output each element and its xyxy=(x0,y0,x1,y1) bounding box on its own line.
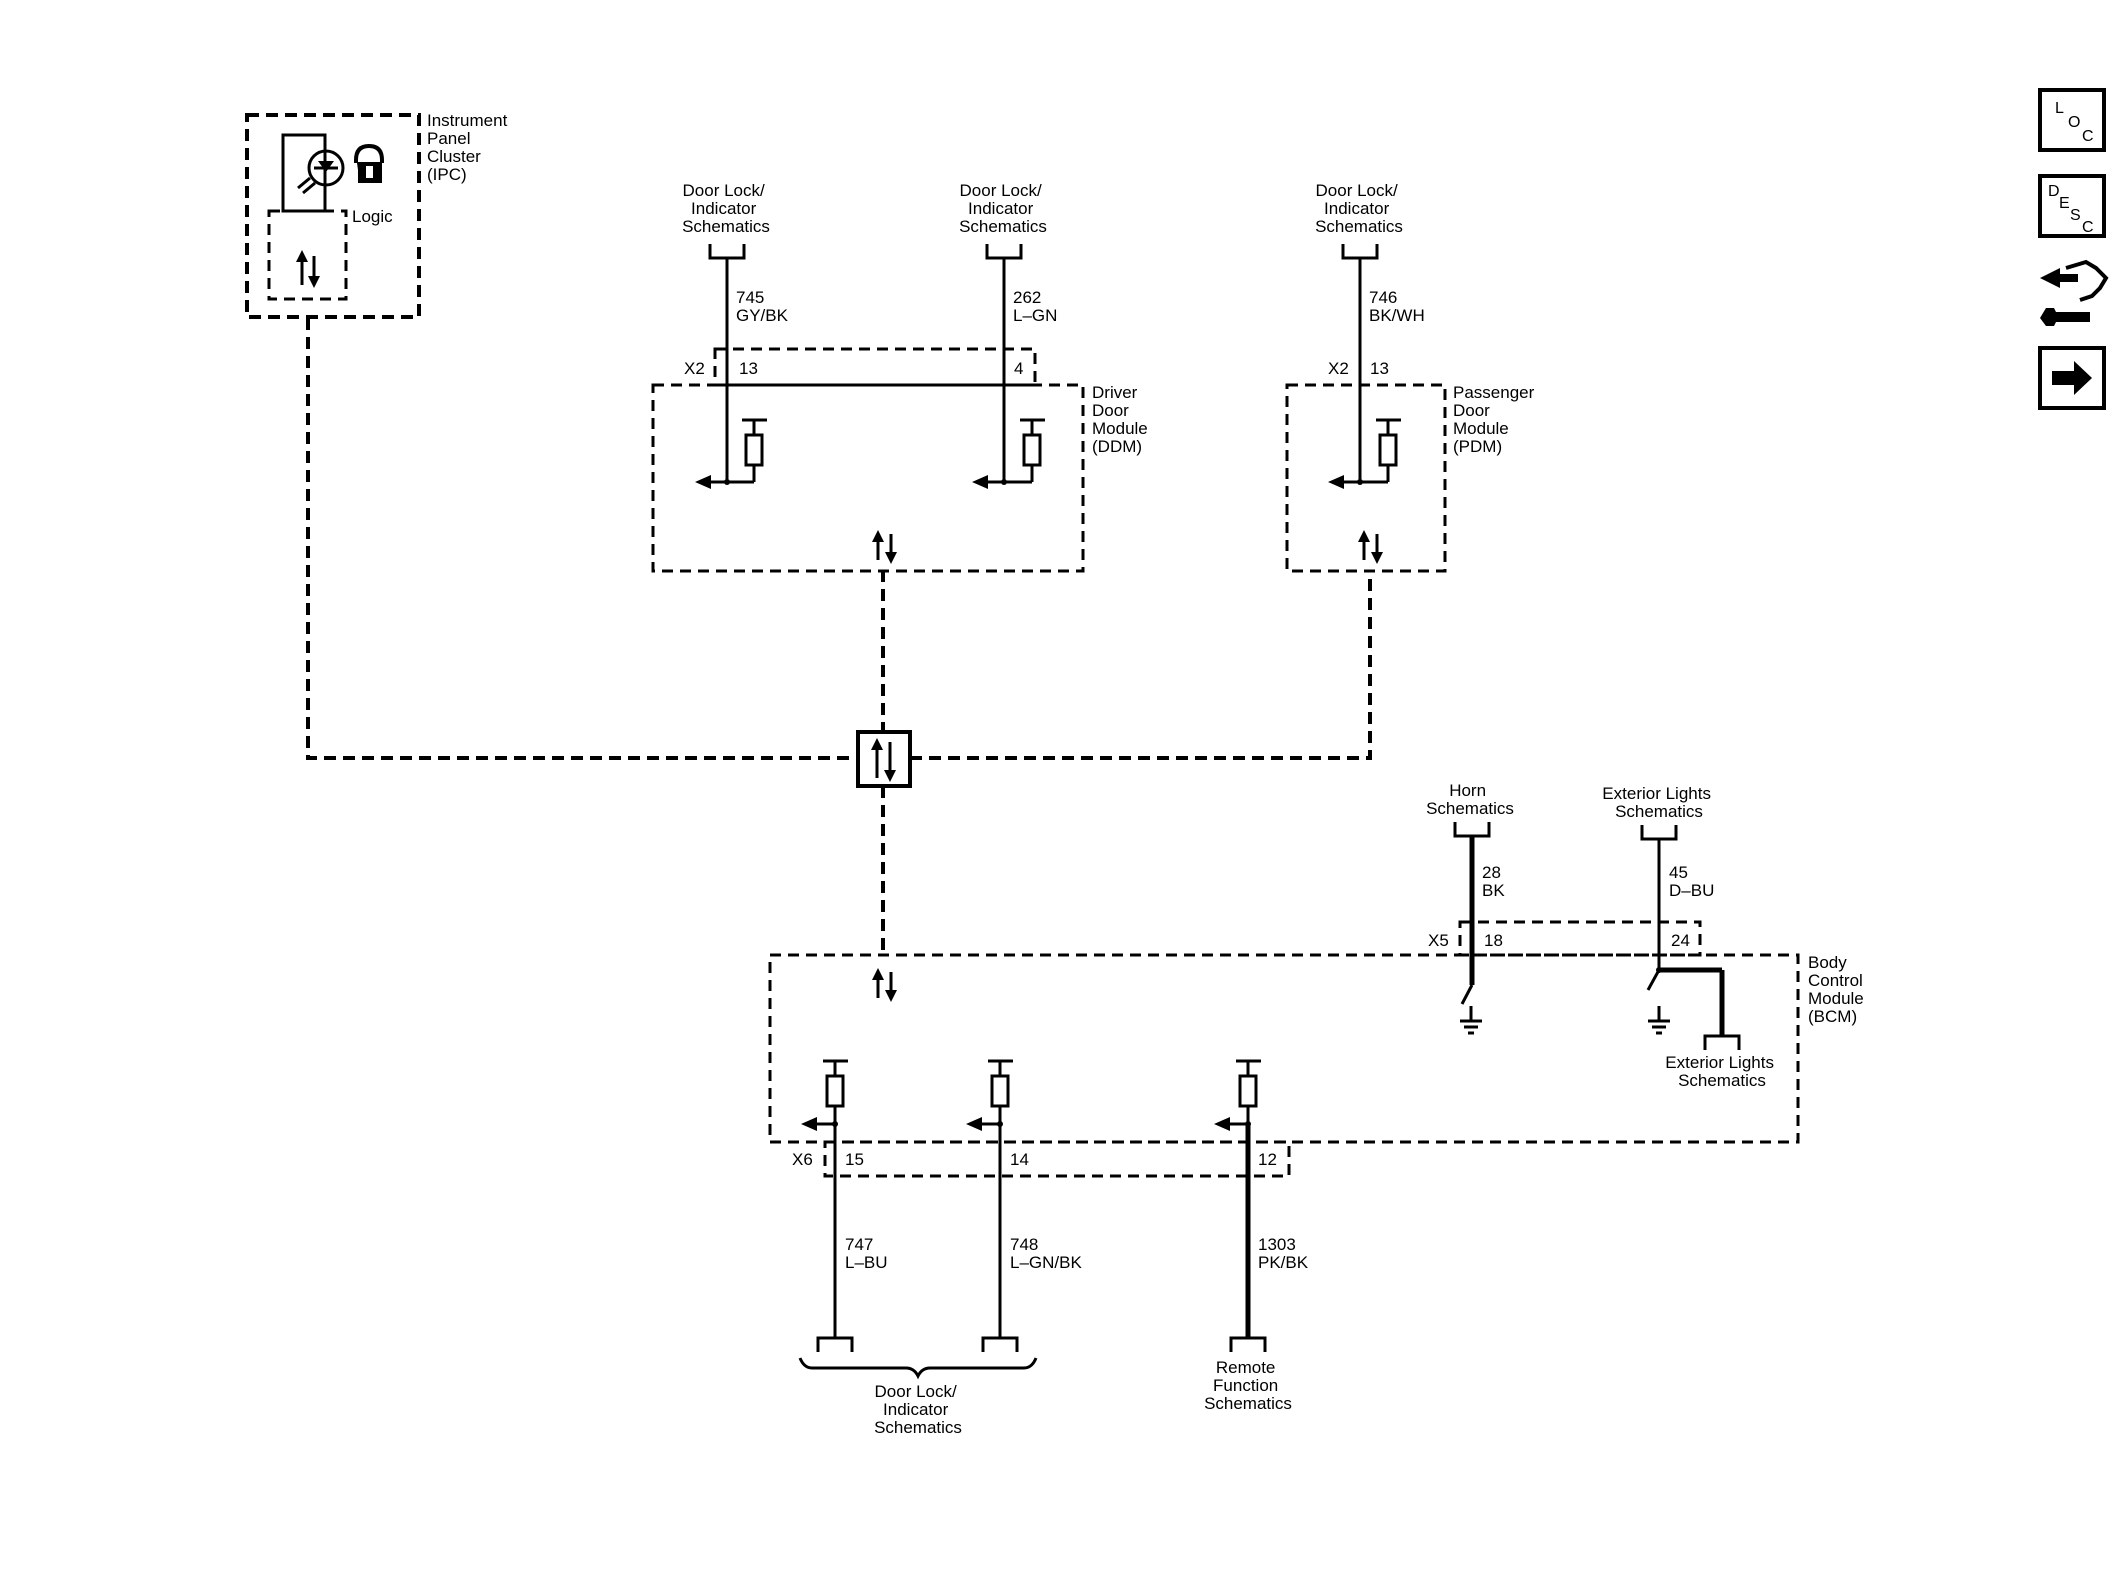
bcm-title: Body Control Module (BCM) xyxy=(1808,953,1869,1026)
bcm-extlights-color: D–BU xyxy=(1669,881,1714,900)
ddm-circuit1-pin: 13 xyxy=(739,359,758,378)
serial-data-bus xyxy=(306,318,1372,950)
loc-letter-l: L xyxy=(2055,100,2064,117)
bcm-horn-number: 28 xyxy=(1482,863,1501,882)
bcm-x6-pin-15: 15 xyxy=(845,1150,864,1169)
connector-end-view-icon[interactable] xyxy=(2040,259,2109,326)
bcm-doorlock-ref: Door Lock/ Indicator Schematics xyxy=(874,1382,962,1437)
bcm-x6-pin-12: 12 xyxy=(1258,1150,1277,1169)
loc-letter-o: O xyxy=(2068,114,2080,131)
bcm-x6-connector: X6 xyxy=(792,1150,813,1169)
bcm-circuit-747-color: L–BU xyxy=(845,1253,888,1272)
data-communication-icon xyxy=(872,530,897,564)
splice-pack xyxy=(856,730,912,788)
ipc-title: Instrument Panel Cluster (IPC) xyxy=(427,111,512,184)
pdm-circuit1-number: 746 xyxy=(1369,288,1397,307)
door-lock-indicator-icon xyxy=(354,143,384,183)
loc-letter-c: C xyxy=(2082,128,2094,145)
bcm-horn-pin: 18 xyxy=(1484,931,1503,950)
bcm-extlights-ref: Exterior Lights Schematics xyxy=(1602,784,1715,821)
data-communication-icon xyxy=(296,250,320,288)
next-page-arrow-icon[interactable] xyxy=(2038,346,2106,410)
pdm-circuit1-ref: Door Lock/ Indicator Schematics xyxy=(1315,181,1403,236)
ddm-circuit1-number: 745 xyxy=(736,288,764,307)
desc-letter-s: S xyxy=(2070,207,2081,224)
ddm-module: X2 Driver Door Module (DDM) Door Lock/ I… xyxy=(651,181,1153,573)
data-communication-icon xyxy=(872,968,897,1002)
ddm-circuit2-pin: 4 xyxy=(1014,359,1023,378)
ddm-circuit1-color: GY/BK xyxy=(736,306,789,325)
bcm-x5-connector: X5 xyxy=(1428,931,1449,950)
ddm-title: Driver Door Module (DDM) xyxy=(1092,383,1153,456)
desc-letter-d: D xyxy=(2048,183,2060,200)
desc-button[interactable]: D E S C xyxy=(2038,174,2106,238)
bcm-circuit-1303-color: PK/BK xyxy=(1258,1253,1309,1272)
data-communication-icon xyxy=(871,738,896,782)
data-communication-icon xyxy=(1358,530,1383,564)
pdm-x2-connector: X2 xyxy=(1328,359,1349,378)
bcm-extlights-pin: 24 xyxy=(1671,931,1690,950)
pdm-module: X2 Passenger Door Module (PDM) Door Lock… xyxy=(1285,181,1539,573)
pdm-circuit1-pin: 13 xyxy=(1370,359,1389,378)
ipc-logic-label: Logic xyxy=(352,207,393,226)
ddm-x2-connector: X2 xyxy=(684,359,705,378)
pdm-title: Passenger Door Module (PDM) xyxy=(1453,383,1539,456)
bcm-horn-ref: Horn Schematics xyxy=(1426,781,1514,818)
bcm-x6-pin-14: 14 xyxy=(1010,1150,1029,1169)
pdm-circuit1-color: BK/WH xyxy=(1369,306,1425,325)
desc-letter-c: C xyxy=(2082,219,2094,236)
bcm-remote-ref: Remote Function Schematics xyxy=(1204,1358,1292,1413)
loc-button[interactable]: L O C xyxy=(2038,88,2106,152)
bcm-circuit-1303-number: 1303 xyxy=(1258,1235,1296,1254)
bcm-circuit-747-number: 747 xyxy=(845,1235,873,1254)
bcm-extlights-out-ref: Exterior Lights Schematics xyxy=(1665,1053,1778,1090)
ddm-circuit1-ref: Door Lock/ Indicator Schematics xyxy=(682,181,770,236)
bcm-extlights-number: 45 xyxy=(1669,863,1688,882)
ddm-circuit2-ref: Door Lock/ Indicator Schematics xyxy=(959,181,1047,236)
ddm-circuit2-color: L–GN xyxy=(1013,306,1057,325)
desc-letter-e: E xyxy=(2059,195,2070,212)
bcm-circuit-748-number: 748 xyxy=(1010,1235,1038,1254)
ddm-circuit2-number: 262 xyxy=(1013,288,1041,307)
bcm-module: Body Control Module (BCM) X5 X6 Horn Sch… xyxy=(768,781,1869,1437)
bcm-horn-color: BK xyxy=(1482,881,1505,900)
bcm-circuit-748-color: L–GN/BK xyxy=(1010,1253,1082,1272)
ipc-module: Logic Instrument Panel Cluster (IPC) xyxy=(245,111,512,319)
